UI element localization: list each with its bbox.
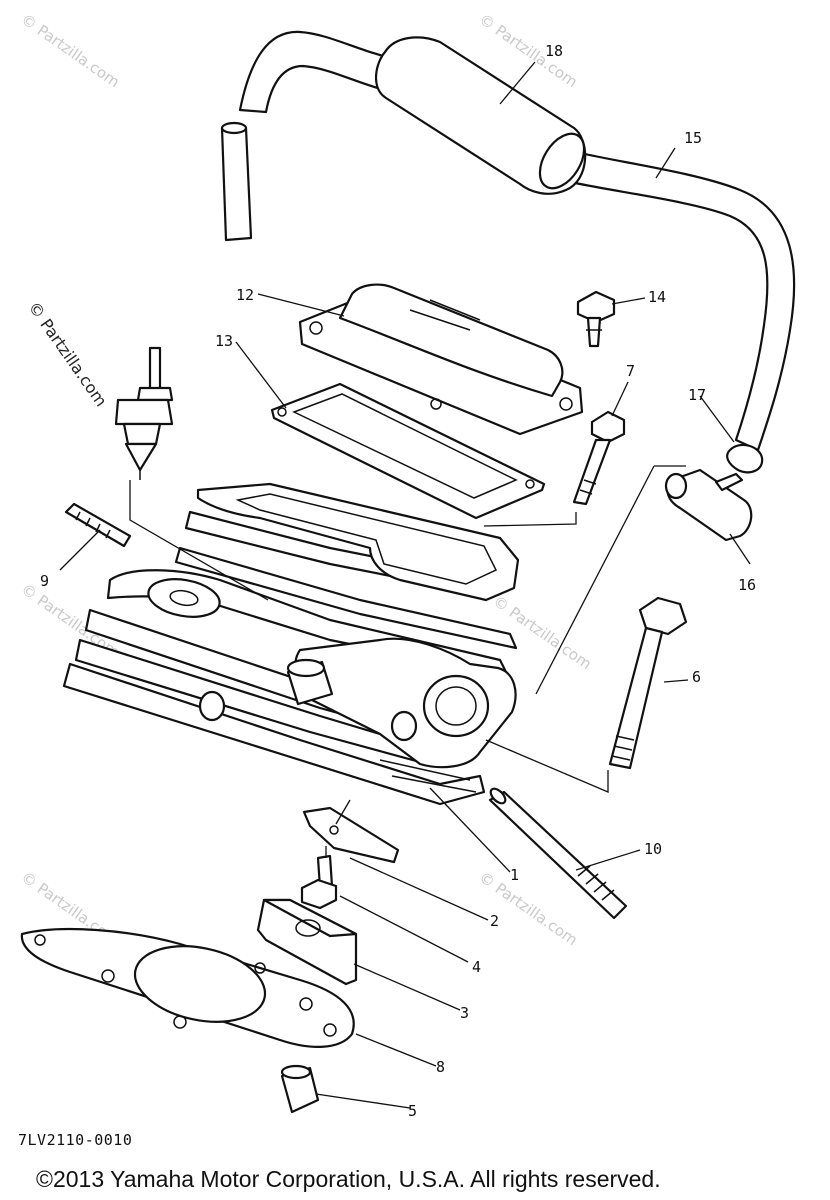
callout-2: 2 — [490, 912, 499, 930]
callout-17: 17 — [688, 386, 706, 404]
callout-16: 16 — [738, 576, 756, 594]
callout-7: 7 — [626, 362, 635, 380]
callout-13: 13 — [215, 332, 233, 350]
hose-clamp — [726, 443, 764, 474]
cover-gasket — [270, 382, 546, 520]
cylinder-head — [62, 482, 520, 806]
callout-9: 9 — [40, 572, 49, 590]
drawing-code: 7LV2110-0010 — [18, 1131, 133, 1149]
mount-bracket — [256, 898, 358, 986]
callout-12: 12 — [236, 286, 254, 304]
callout-14: 14 — [648, 288, 666, 306]
callout-18: 18 — [545, 42, 563, 60]
callout-8: 8 — [436, 1058, 445, 1076]
head-bolt-long — [608, 596, 688, 770]
callout-6: 6 — [692, 668, 701, 686]
small-bolt — [300, 854, 338, 910]
head-bolt-short — [572, 410, 626, 506]
callout-5: 5 — [408, 1102, 417, 1120]
callout-3: 3 — [460, 1004, 469, 1022]
leader-lines — [59, 61, 751, 1109]
callout-1: 1 — [510, 866, 519, 884]
breather-hose — [220, 30, 796, 452]
copyright-notice: ©2013 Yamaha Motor Corporation, U.S.A. A… — [36, 1166, 661, 1192]
callout-4: 4 — [472, 958, 481, 976]
spark-plug — [114, 346, 174, 480]
cover-bolt — [576, 290, 616, 348]
cylinder-stud — [64, 502, 132, 548]
head-gasket — [20, 927, 355, 1048]
joint-plate — [302, 806, 400, 864]
long-stud — [488, 787, 628, 920]
dowel-pin — [280, 1064, 320, 1114]
head-cover — [298, 283, 584, 436]
callouts: 18 15 12 13 14 7 17 16 6 9 10 1 2 4 3 8 … — [40, 42, 756, 1120]
callout-10: 10 — [644, 840, 662, 858]
thermostat-housing — [664, 468, 753, 542]
callout-15: 15 — [684, 129, 702, 147]
